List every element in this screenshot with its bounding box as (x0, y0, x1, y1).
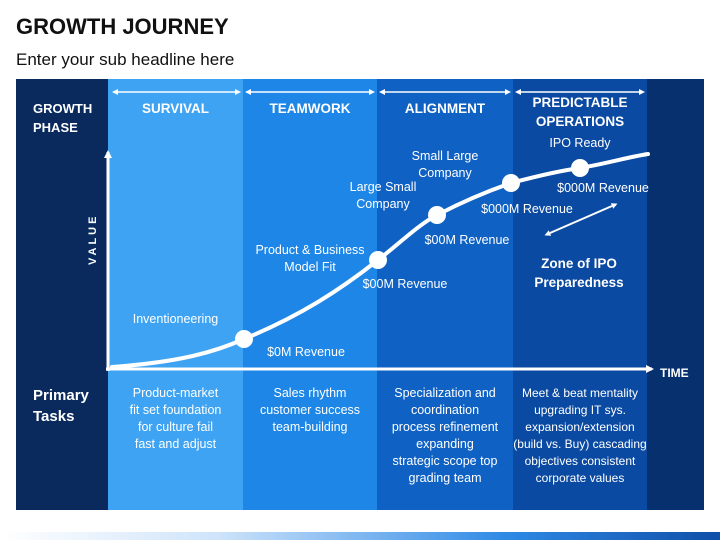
milestone-marker-inventioneering (235, 330, 253, 348)
phase-header-teamwork: TEAMWORK (269, 101, 351, 116)
task-list-alignment: Specialization and coordination process … (391, 386, 499, 485)
milestone-revenue-small-large-company: $000M Revenue (481, 202, 573, 216)
milestone-marker-large-small-company (428, 206, 446, 224)
milestone-revenue-product-fit: $00M Revenue (362, 277, 448, 291)
milestone-stage-small-large-company: Small Large Company (411, 149, 479, 180)
time-axis-label: TIME (660, 366, 689, 380)
zone-double-arrow (544, 203, 618, 236)
phase-column-survival (108, 79, 243, 510)
phase-header-predictable-operations: PREDICTABLE OPERATIONS (532, 95, 628, 129)
right-column (647, 79, 704, 510)
phase-column-predictable-operations (513, 79, 647, 510)
value-axis-label: VALUE (87, 213, 99, 265)
phase-header-survival: SURVIVAL (141, 101, 209, 116)
growth-phase-label: GROWTH PHASE (33, 101, 93, 135)
task-list-survival: Product-market fit set foundation for cu… (129, 386, 222, 451)
side-column (16, 79, 108, 510)
milestone-marker-product-fit (369, 251, 387, 269)
milestone-revenue-large-small-company: $00M Revenue (424, 233, 510, 247)
milestone-marker-ipo-ready (571, 159, 589, 177)
milestone-stage-product-fit: Product & Business Model Fit (255, 243, 365, 274)
phase-header-alignment: ALIGNMENT (404, 101, 486, 116)
milestone-stage-inventioneering: Inventioneering (132, 312, 219, 326)
growth-journey-panel: GROWTH PHASE Primary Tasks SURVIVAL TEAM… (16, 79, 704, 510)
task-list-predictable-operations: Meet & beat mentality upgrading IT sys. … (513, 386, 647, 485)
phase-column-alignment (377, 79, 513, 510)
milestone-revenue-ipo-ready: $000M Revenue (557, 181, 649, 195)
footer-gradient-bar (0, 532, 720, 540)
milestone-marker-small-large-company (502, 174, 520, 192)
task-list-teamwork: Sales rhythm customer success team-build… (259, 386, 361, 434)
primary-tasks-label: Primary Tasks (33, 387, 89, 425)
zone-label: Zone of IPO Preparedness (534, 256, 624, 290)
page-subtitle: Enter your sub headline here (16, 50, 235, 69)
milestone-stage-large-small-company: Large Small Company (349, 180, 417, 211)
phase-column-teamwork (243, 79, 377, 510)
page-title: GROWTH JOURNEY (16, 14, 229, 39)
milestone-revenue-inventioneering: $0M Revenue (267, 345, 345, 359)
milestone-stage-ipo-ready: IPO Ready (549, 136, 611, 150)
